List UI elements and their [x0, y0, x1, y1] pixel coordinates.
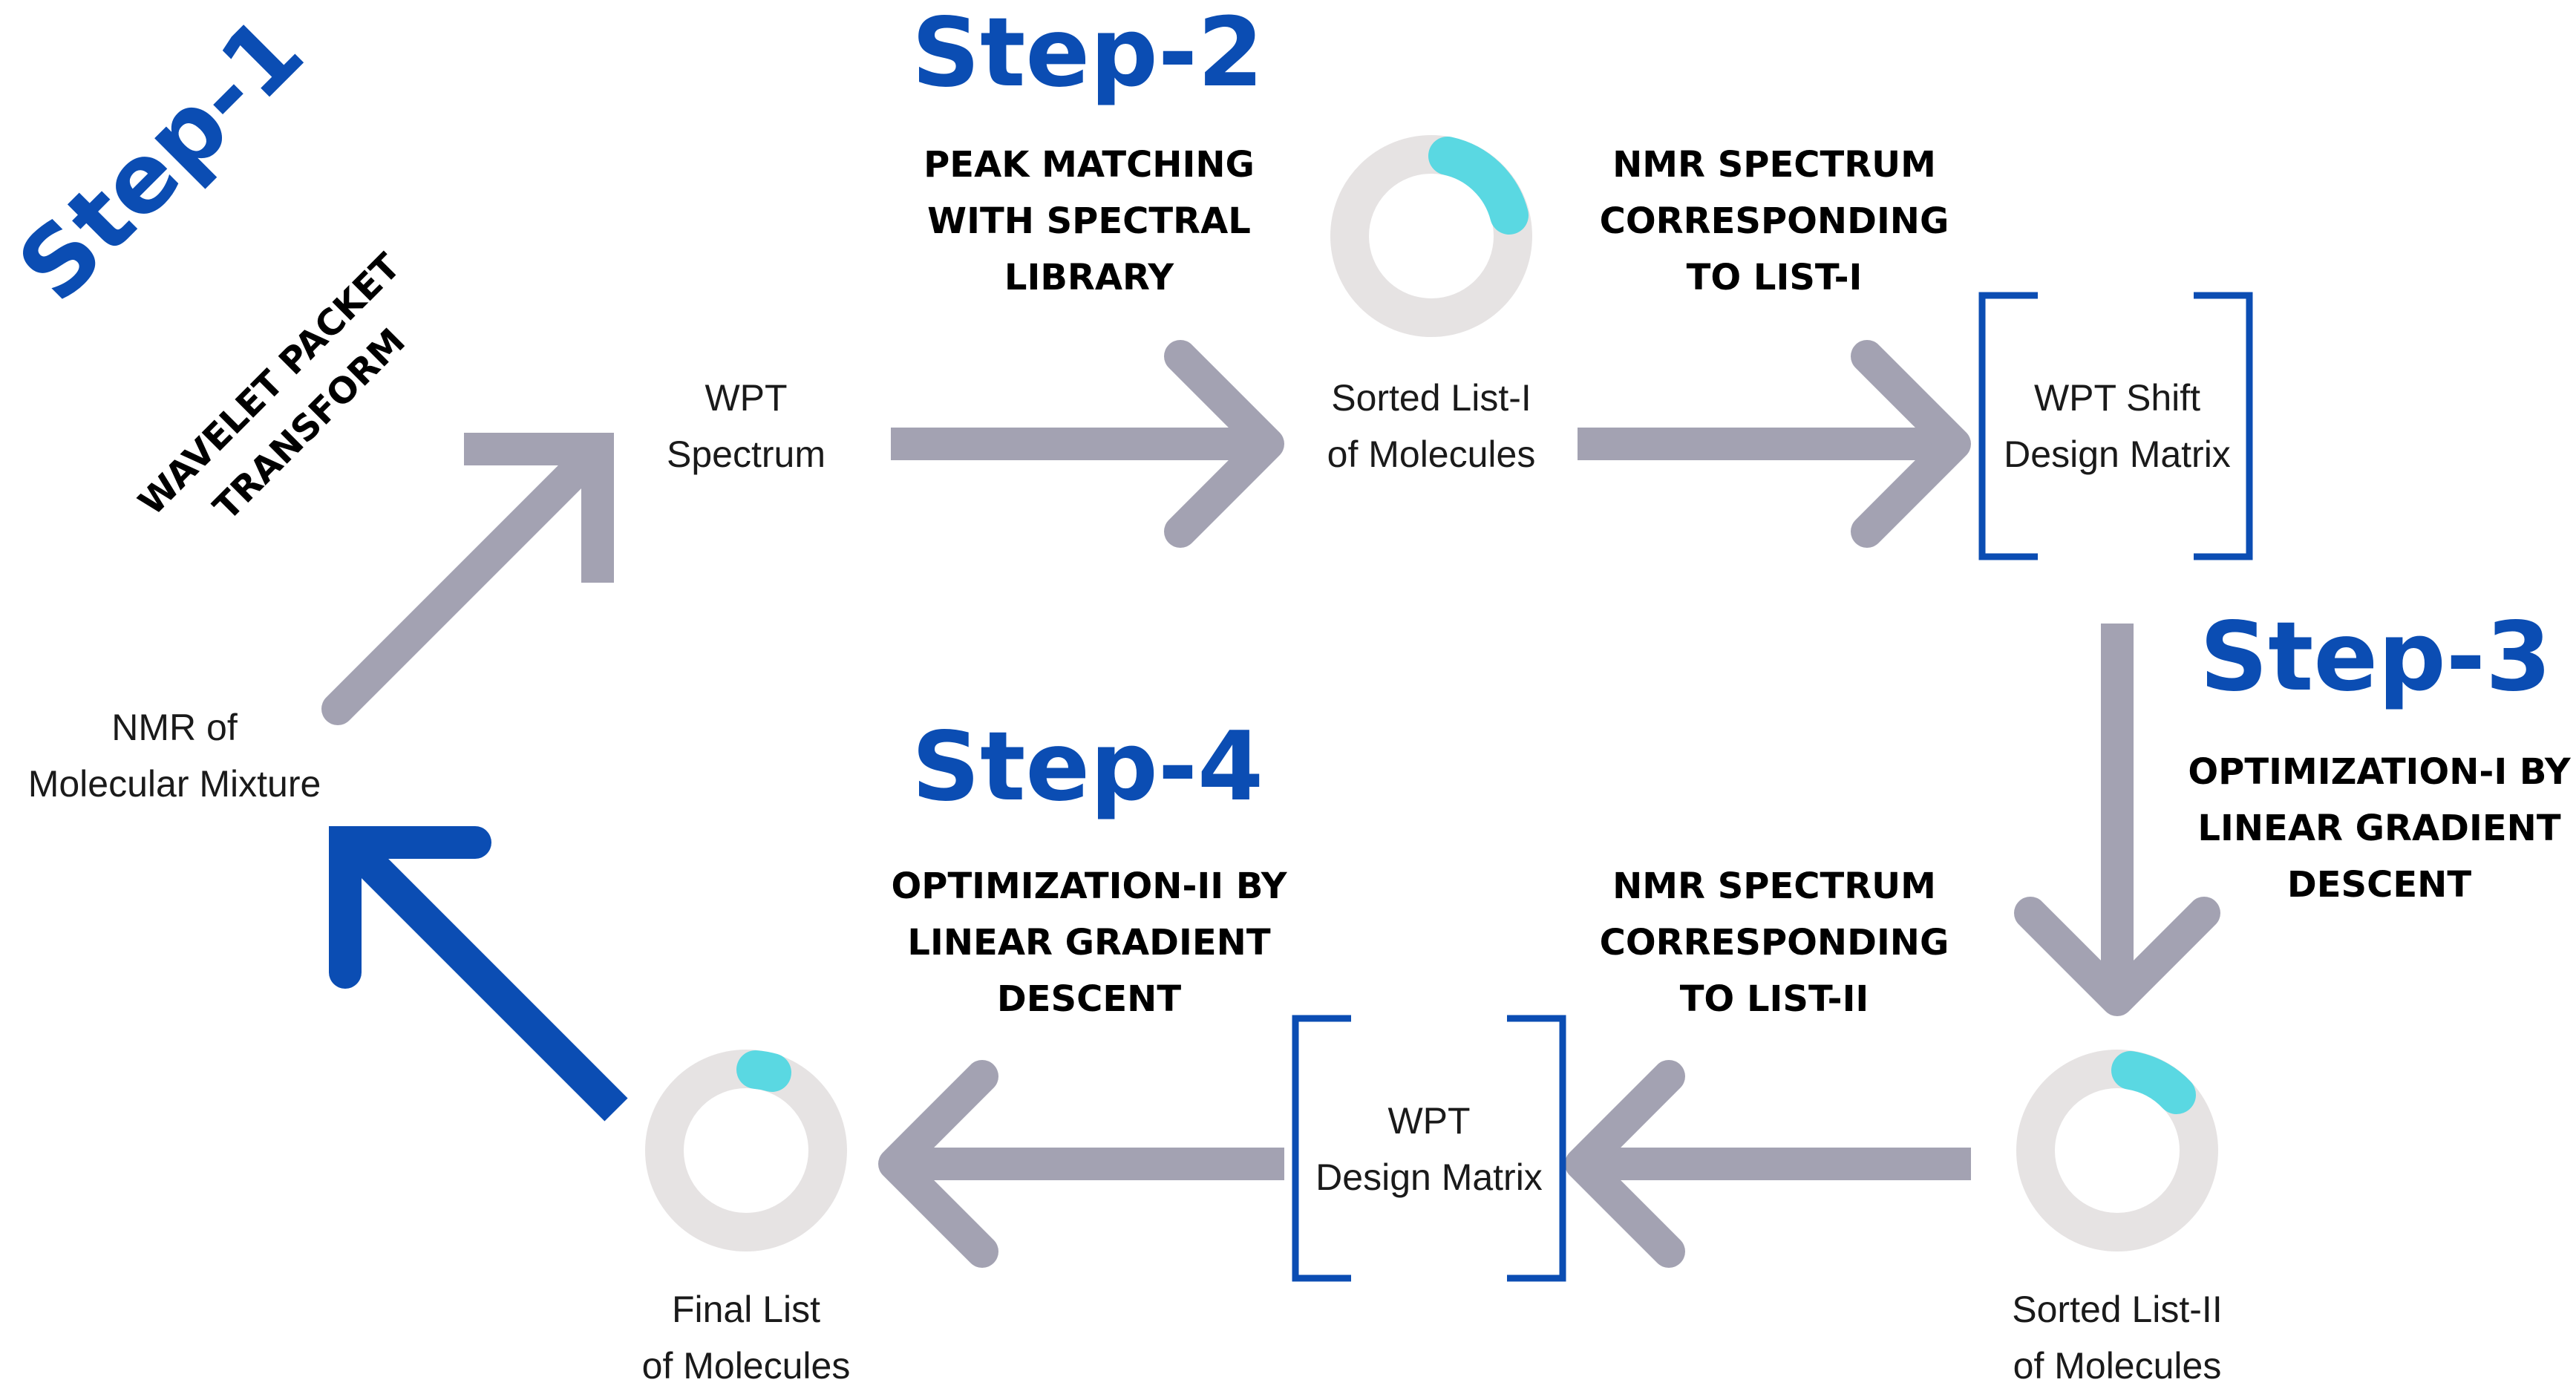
arrow-mixture-to-spectrum — [321, 433, 614, 725]
arrow-final-to-mixture — [329, 826, 628, 1122]
optimization1-caption: OPTIMIZATION-I BY LINEAR GRADIENT DESCEN… — [2188, 751, 2571, 906]
step2-label: Step-2 — [912, 0, 1264, 108]
nmr-list2-caption: NMR SPECTRUM CORRESPONDING TO LIST-II — [1599, 865, 1949, 1020]
node-wpt-spectrum: WPT Spectrum — [667, 377, 826, 475]
step3-label: Step-3 — [2200, 602, 2552, 713]
arrow-shift-matrix-to-list2 — [2014, 624, 2220, 1016]
ring-sorted-list2 — [2016, 1050, 2218, 1251]
node-sorted-list1: Sorted List-I of Molecules — [1327, 377, 1536, 475]
node-final-list: Final List of Molecules — [641, 1289, 851, 1387]
ring-sorted-list1 — [1330, 135, 1532, 337]
bracket-shift-matrix — [1978, 292, 2253, 560]
arrow-list1-to-shift-matrix — [1578, 340, 1971, 548]
nmr-list1-caption: NMR SPECTRUM CORRESPONDING TO LIST-I — [1599, 144, 1949, 298]
optimization2-caption: OPTIMIZATION-II BY LINEAR GRADIENT DESCE… — [891, 865, 1287, 1020]
arrow-spectrum-to-list1 — [891, 340, 1284, 548]
arrow-design-matrix-to-final — [878, 1060, 1284, 1268]
arrow-list2-to-design-matrix — [1565, 1060, 1971, 1268]
step4-label: Step-4 — [912, 712, 1264, 822]
node-mixture: NMR of Molecular Mixture — [27, 707, 321, 805]
bracket-design-matrix — [1292, 1015, 1566, 1282]
node-shift-matrix: WPT Shift Design Matrix — [2004, 377, 2231, 475]
node-sorted-list2: Sorted List-II of Molecules — [2012, 1289, 2223, 1387]
peak-matching-caption: PEAK MATCHING WITH SPECTRAL LIBRARY — [923, 144, 1255, 298]
node-design-matrix: WPT Design Matrix — [1315, 1100, 1543, 1198]
ring-final-list — [645, 1050, 847, 1251]
